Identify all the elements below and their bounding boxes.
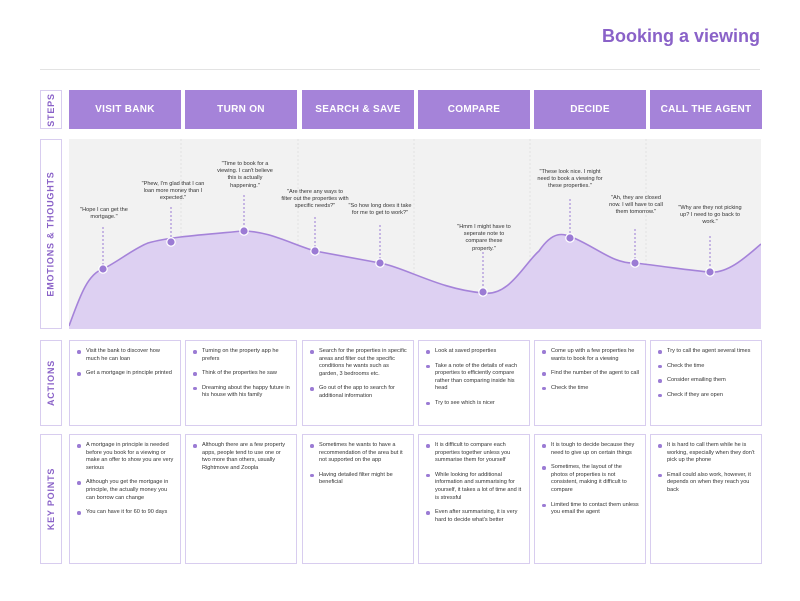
bullet-item: Try to see which is nicer — [426, 400, 523, 408]
row-label-emotions: EMOTIONS & THOUGHTS — [40, 139, 62, 329]
quote-3: "Time to book for a viewing. I can't bel… — [217, 161, 273, 189]
emotion-point — [375, 258, 385, 268]
bullet-item: Take a note of the details of each prope… — [426, 363, 523, 393]
bullet-item: Although there are a few property apps, … — [193, 442, 290, 472]
bullet-item: Sometimes, the layout of the photos of p… — [542, 464, 639, 494]
emotion-point — [239, 226, 249, 236]
bullet-item: Turning on the property app he prefers — [193, 348, 290, 363]
actions-box-decide: Come up with a few properties he wants t… — [534, 340, 646, 426]
bullet-item: Come up with a few properties he wants t… — [542, 348, 639, 363]
bullet-item: Dreaming about the happy future in his h… — [193, 385, 290, 400]
bullet-item: Sometimes he wants to have a recommendat… — [310, 442, 407, 465]
key-points-box-compare: It is difficult to compare each properti… — [418, 434, 530, 564]
step-call-the-agent: CALL THE AGENT — [650, 90, 762, 129]
bullet-item: Think of the properties he saw — [193, 370, 290, 378]
bullet-item: While looking for additional information… — [426, 472, 523, 502]
step-search-save: SEARCH & SAVE — [302, 90, 414, 129]
bullet-item: Go out of the app to search for addition… — [310, 385, 407, 400]
emotion-point — [166, 237, 176, 247]
title-divider — [40, 69, 760, 70]
bullet-item: Try to call the agent several times — [658, 348, 755, 356]
quote-7: "These look nice. I might need to book a… — [537, 169, 603, 190]
step-turn-on: TURN ON — [185, 90, 297, 129]
key-points-box-search-save: Sometimes he wants to have a recommendat… — [302, 434, 414, 564]
emotion-point — [310, 246, 320, 256]
emotion-point — [478, 287, 488, 297]
bullet-item: Limited time to contact them unless you … — [542, 502, 639, 517]
emotion-point — [630, 258, 640, 268]
row-label-steps: STEPS — [40, 90, 62, 129]
quote-6: "Hmm I might have to seperate note to co… — [457, 224, 511, 252]
row-label-actions: ACTIONS — [40, 340, 62, 426]
key-points-box-decide: It is tough to decide because they need … — [534, 434, 646, 564]
quote-8: "Ah, they are closed now. I will have to… — [609, 195, 663, 216]
bullet-item: Email could also work, however, it depen… — [658, 472, 755, 495]
step-compare: COMPARE — [418, 90, 530, 129]
bullet-item: It is difficult to compare each properti… — [426, 442, 523, 465]
bullet-item: Having detailed filter might be benefici… — [310, 472, 407, 487]
quote-1: "Hope I can get the mortgage." — [80, 207, 128, 221]
step-visit-bank: VISIT BANK — [69, 90, 181, 129]
quote-9: "Why are they not picking up? I need to … — [678, 205, 742, 226]
emotion-point — [98, 264, 108, 274]
bullet-item: Consider emailing them — [658, 377, 755, 385]
bullet-item: Check if they are open — [658, 392, 755, 400]
row-label-actions-text: ACTIONS — [46, 359, 57, 407]
emotion-point — [565, 233, 575, 243]
row-label-key-points: KEY POINTS — [40, 434, 62, 564]
bullet-item: Get a mortgage in principle printed — [77, 370, 174, 378]
row-label-emotions-text: EMOTIONS & THOUGHTS — [46, 171, 57, 297]
bullet-item: Find the number of the agent to call — [542, 370, 639, 378]
emotion-points — [98, 226, 715, 297]
key-points-box-turn-on: Although there are a few property apps, … — [185, 434, 297, 564]
quote-2: "Phew, I'm glad that I can loan more mon… — [141, 181, 205, 202]
emotion-curve-area — [69, 231, 761, 329]
row-label-steps-text: STEPS — [46, 92, 57, 127]
quote-4: "Are there any ways to filter out the pr… — [281, 189, 349, 210]
emotion-curve-panel: "Hope I can get the mortgage." "Phew, I'… — [69, 139, 761, 329]
row-label-key-points-text: KEY POINTS — [46, 467, 57, 531]
bullet-item: A mortgage in principle is needed before… — [77, 442, 174, 472]
key-points-box-call-the-agent: It is hard to call them while he is work… — [650, 434, 762, 564]
bullet-item: It is tough to decide because they need … — [542, 442, 639, 457]
actions-box-search-save: Search for the properties in specific ar… — [302, 340, 414, 426]
bullet-item: Check the time — [542, 385, 639, 393]
bullet-item: Check the time — [658, 363, 755, 371]
key-points-box-visit-bank: A mortgage in principle is needed before… — [69, 434, 181, 564]
bullet-item: Visit the bank to discover how much he c… — [77, 348, 174, 363]
bullet-item: Search for the properties in specific ar… — [310, 348, 407, 378]
emotion-curve-chart — [69, 139, 761, 329]
quote-connectors — [102, 195, 711, 291]
bullet-item: Look at saved properties — [426, 348, 523, 356]
step-decide: DECIDE — [534, 90, 646, 129]
bullet-item: It is hard to call them while he is work… — [658, 442, 755, 465]
page-title: Booking a viewing — [601, 26, 760, 46]
emotion-point — [705, 267, 715, 277]
bullet-item: Although you get the mortgage in princip… — [77, 479, 174, 502]
quote-5: "So how long does it take for me to get … — [348, 203, 412, 217]
bullet-item: Even after summarising, it is very hard … — [426, 509, 523, 524]
actions-box-visit-bank: Visit the bank to discover how much he c… — [69, 340, 181, 426]
bullet-item: You can have it for 60 to 90 days — [77, 509, 174, 517]
